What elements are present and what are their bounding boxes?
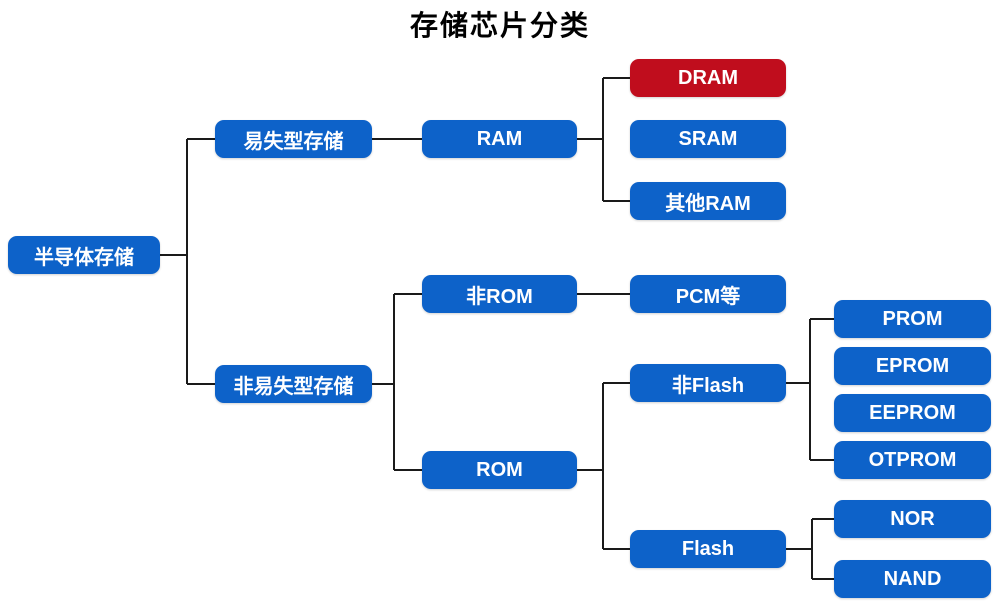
node-other-ram: 其他RAM xyxy=(630,182,786,220)
node-eprom: EPROM xyxy=(834,347,991,385)
connector-nonflash-branch xyxy=(786,318,834,461)
node-pcm: PCM等 xyxy=(630,275,786,313)
node-eeprom: EEPROM xyxy=(834,394,991,432)
connector-root-branch xyxy=(160,138,215,385)
node-nor: NOR xyxy=(834,500,991,538)
node-sram: SRAM xyxy=(630,120,786,158)
connector-nonvolatile-branch xyxy=(372,293,422,471)
node-flash: Flash xyxy=(630,530,786,568)
connector-flash-branch xyxy=(786,518,834,580)
page-title: 存储芯片分类 xyxy=(409,11,590,42)
node-volatile-storage: 易失型存储 xyxy=(215,120,372,158)
node-prom: PROM xyxy=(834,300,991,338)
node-dram: DRAM xyxy=(630,59,786,97)
node-ram: RAM xyxy=(422,120,577,158)
node-nonvolatile-storage: 非易失型存储 xyxy=(215,365,372,403)
node-semiconductor-storage: 半导体存储 xyxy=(8,236,160,274)
connector-ram-branch xyxy=(577,77,630,202)
node-rom: ROM xyxy=(422,451,577,489)
node-non-rom: 非ROM xyxy=(422,275,577,313)
node-nand: NAND xyxy=(834,560,991,598)
node-otprom: OTPROM xyxy=(834,441,991,479)
connector-rom-branch xyxy=(577,382,630,550)
node-non-flash: 非Flash xyxy=(630,364,786,402)
